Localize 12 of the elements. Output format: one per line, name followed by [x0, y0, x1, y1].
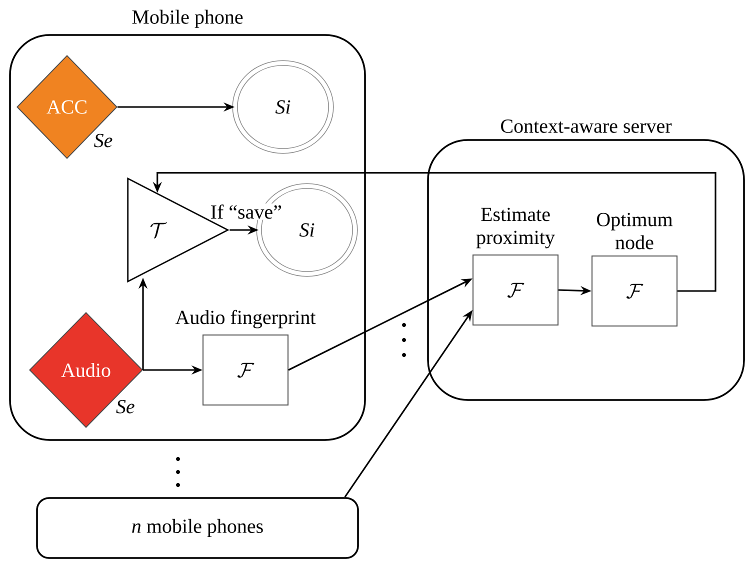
edge-label: If “save”: [209, 204, 283, 220]
panel-heading: Context-aware server: [501, 119, 672, 133]
function-box: $\mathcal{F}$: [592, 256, 678, 326]
function-box: $\mathcal{F}$: [472, 254, 558, 326]
panel-heading: Mobile phone: [132, 10, 243, 28]
box-heading: Estimate proximity: [476, 208, 555, 248]
box-heading: Audio fingerprint: [175, 310, 316, 328]
rounded-box: n mobile phones: [36, 497, 359, 559]
sensor-label: Se: [116, 400, 134, 414]
sensor-label: Se: [94, 134, 112, 148]
box-heading: Optimum node: [596, 212, 673, 250]
function-box: $\mathcal{F}$: [202, 334, 288, 406]
